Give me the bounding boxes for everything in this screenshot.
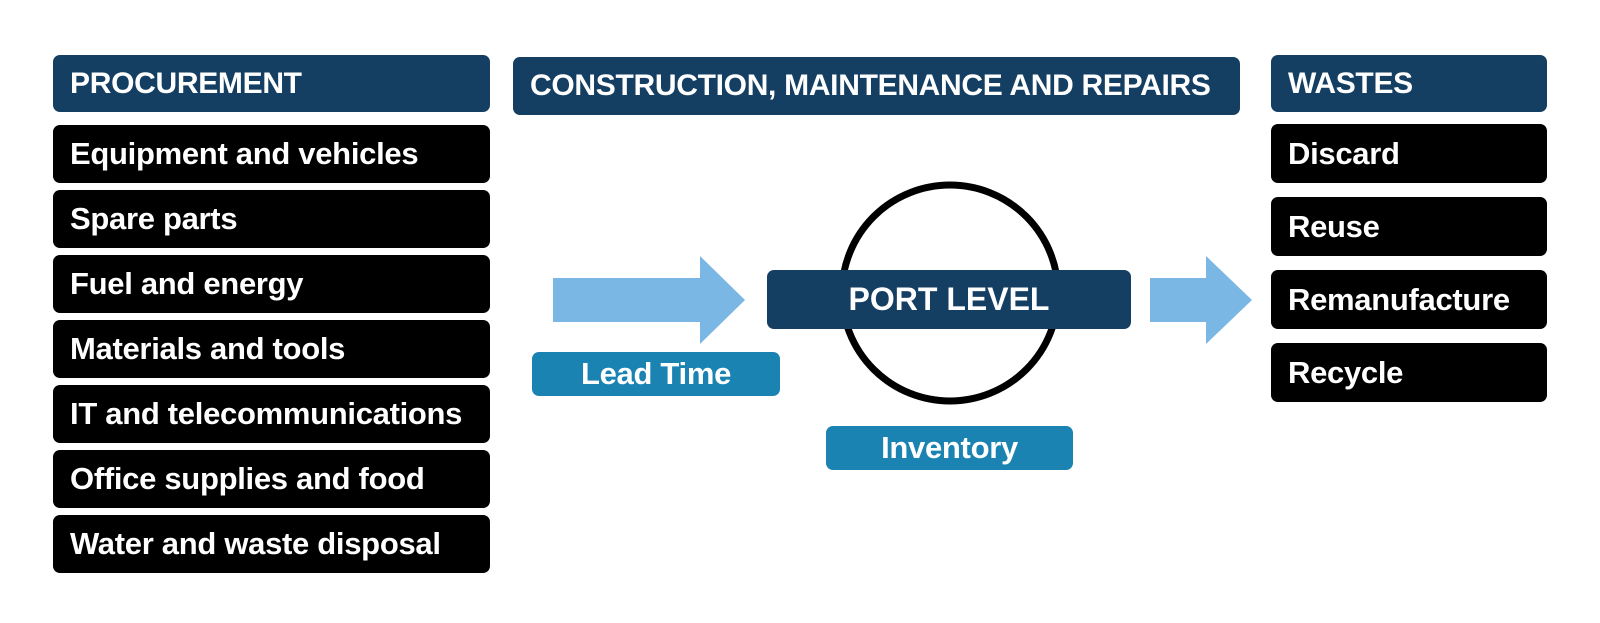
waste-item: Discard: [1271, 124, 1547, 183]
waste-item: Remanufacture: [1271, 270, 1547, 329]
procurement-item: Materials and tools: [53, 320, 490, 378]
procurement-header: PROCUREMENT: [53, 55, 490, 112]
procurement-item: Spare parts: [53, 190, 490, 248]
arrow-right-icon: [1150, 256, 1252, 344]
arrow-right-icon: [553, 256, 745, 344]
wastes-header: WASTES: [1271, 55, 1547, 112]
construction-header: CONSTRUCTION, MAINTENANCE AND REPAIRS: [513, 57, 1240, 115]
procurement-item: Fuel and energy: [53, 255, 490, 313]
waste-item: Recycle: [1271, 343, 1547, 402]
procurement-item: Water and waste disposal: [53, 515, 490, 573]
port-level-box: PORT LEVEL: [767, 270, 1131, 329]
waste-item: Reuse: [1271, 197, 1547, 256]
procurement-item: IT and telecommunications: [53, 385, 490, 443]
inventory-label: Inventory: [826, 426, 1073, 470]
procurement-item: Office supplies and food: [53, 450, 490, 508]
lead-time-label: Lead Time: [532, 352, 780, 396]
procurement-item: Equipment and vehicles: [53, 125, 490, 183]
